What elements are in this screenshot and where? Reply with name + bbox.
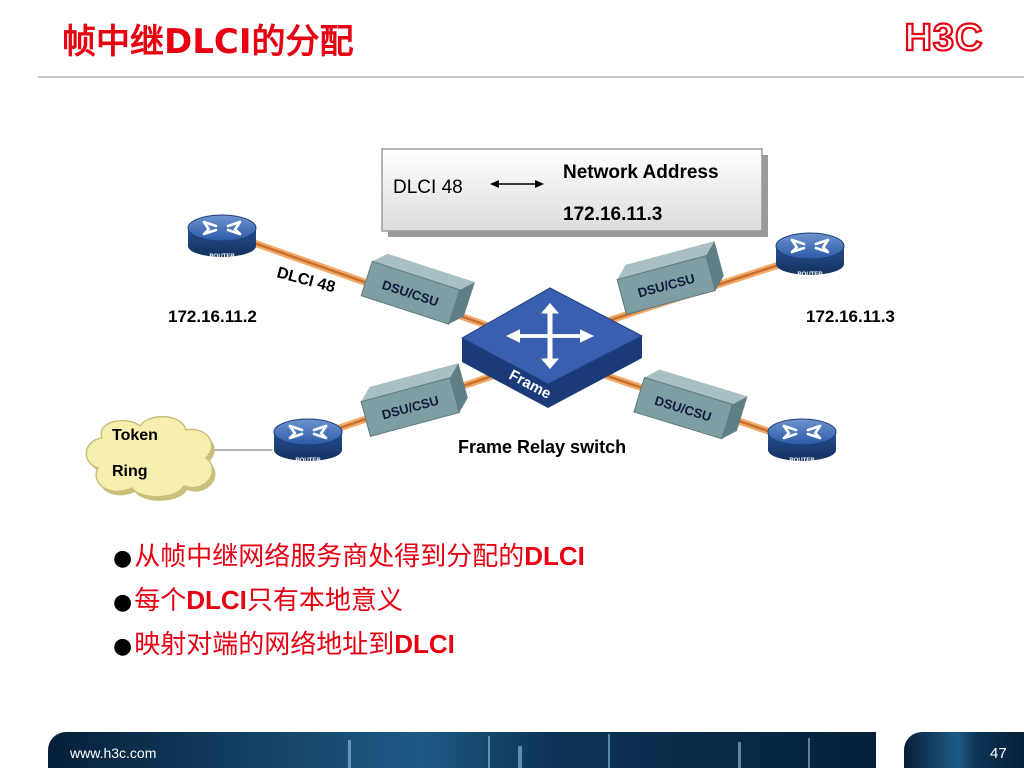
bullet-item: ●每个DLCI只有本地意义 <box>113 585 403 616</box>
svg-text:ROUTER: ROUTER <box>295 458 321 464</box>
page-number-tab <box>904 732 1024 768</box>
mapping-network-address-value: 172.16.11.3 <box>563 204 662 225</box>
footer-bar <box>48 732 876 768</box>
h3c-logo: H3C <box>903 17 983 57</box>
dlci-mapping-box: DLCI 48 Network Address 172.16.11.3 <box>381 148 768 237</box>
bullet-list: ●从帧中继网络服务商处得到分配的DLCI ●每个DLCI只有本地意义 ●映射对端… <box>113 538 585 670</box>
bullet-item: ●从帧中继网络服务商处得到分配的DLCI <box>113 541 585 572</box>
router-icon: ROUTER <box>774 231 846 278</box>
mapping-network-address-label: Network Address <box>563 162 719 183</box>
dsu-csu-bottom-right: DSU/CSU <box>633 365 748 443</box>
ip-left-label: 172.16.11.2 <box>168 307 257 326</box>
bullet-dot-icon: ● <box>113 546 133 571</box>
page-title: 帧中继DLCI的分配 <box>62 22 354 62</box>
bullet-dot-icon: ● <box>113 590 133 615</box>
router-icon: ROUTER <box>272 417 344 464</box>
switch-caption: Frame Relay switch <box>458 437 626 457</box>
token-ring-line1: Token <box>112 427 158 444</box>
svg-text:ROUTER: ROUTER <box>789 458 815 464</box>
router-icon: ROUTER <box>186 213 258 260</box>
title-divider <box>38 76 1024 78</box>
double-arrow-icon <box>490 180 544 188</box>
router-icon: ROUTER <box>766 417 838 464</box>
ip-right-label: 172.16.11.3 <box>806 307 895 326</box>
dsu-csu-top-left: DSU/CSU <box>360 249 476 329</box>
dsu-csu-bottom-left: DSU/CSU <box>357 362 472 437</box>
token-ring-cloud-icon: Token Ring <box>85 415 216 501</box>
mapping-dlci-label: DLCI 48 <box>393 177 463 198</box>
dsu-csu-top-right: DSU/CSU <box>613 240 728 315</box>
svg-text:ROUTER: ROUTER <box>209 254 235 260</box>
footer-url[interactable]: www.h3c.com <box>70 745 157 761</box>
page-number: 47 <box>990 745 1007 762</box>
frame-relay-switch-icon: Frame <box>460 287 644 408</box>
bullet-item: ●映射对端的网络地址到DLCI <box>113 629 455 660</box>
token-ring-line2: Ring <box>112 463 148 480</box>
bullet-dot-icon: ● <box>113 634 133 659</box>
svg-text:ROUTER: ROUTER <box>797 272 823 278</box>
logo-text: H3C <box>904 17 983 57</box>
